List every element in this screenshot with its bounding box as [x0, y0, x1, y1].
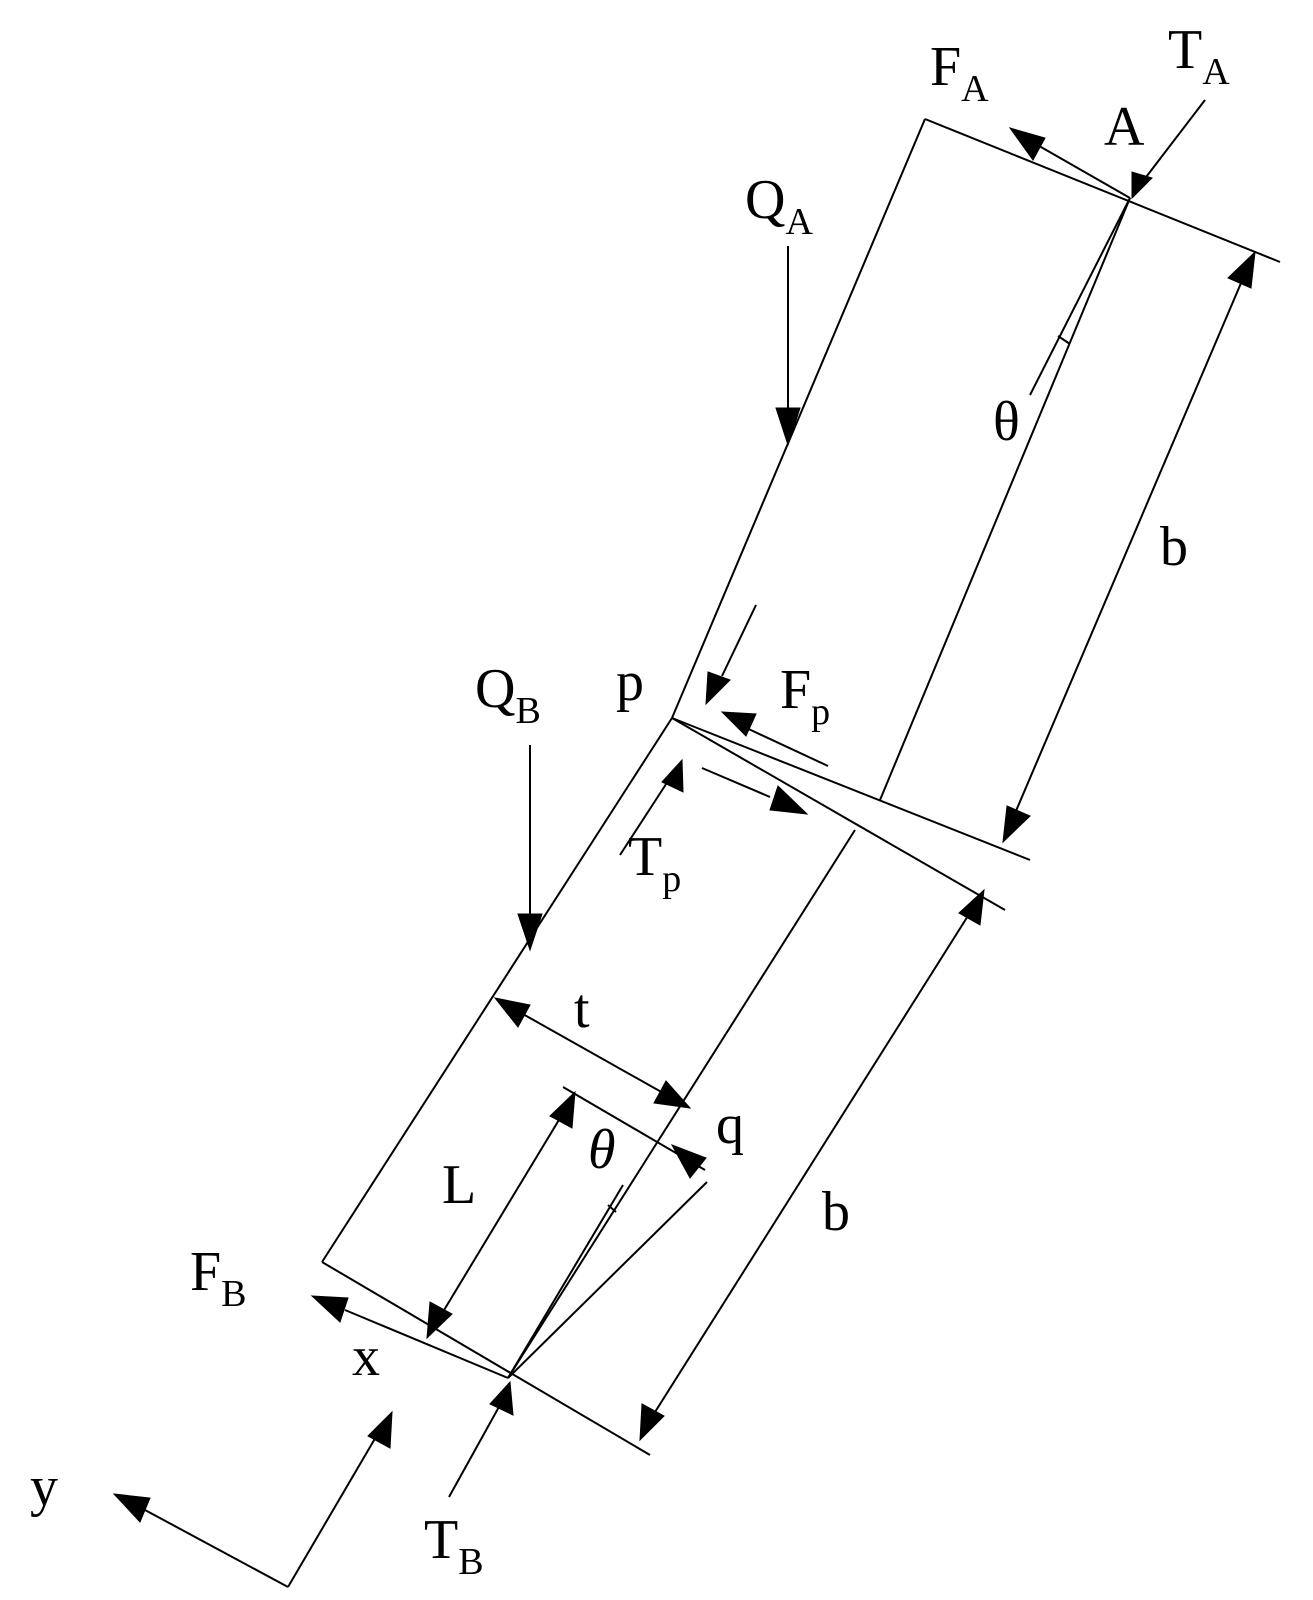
upper-left-edge: [671, 118, 926, 719]
label-L: L: [442, 1154, 476, 1216]
force-TB-shaft: [448, 1404, 501, 1498]
dim-b-bottom-arrow-end: [639, 1403, 665, 1442]
construction-lines: [507, 197, 1131, 1379]
label-theta-bottom: θ: [588, 1119, 616, 1181]
upper-right-edge: [879, 197, 1131, 801]
label-b-top: b: [1160, 516, 1188, 578]
force-Tp-shaft: [619, 777, 671, 856]
label-t: t: [574, 978, 590, 1040]
joint-line-p: [671, 717, 1031, 861]
labels: FA TA A QA θ b QB p Fp Tp t q θ L b FB x…: [30, 19, 1230, 1583]
force-Fp-shaft: [739, 724, 829, 767]
label-b-bottom: b: [822, 1181, 850, 1243]
label-Tp: Tp: [628, 826, 681, 900]
y-axis-arrowhead: [112, 1493, 151, 1523]
block-outline: [321, 118, 1281, 1456]
dim-b-top-arrow-start: [1227, 250, 1256, 289]
y-axis-line: [144, 1509, 289, 1588]
dimension-lines: [426, 250, 1256, 1442]
dim-b-bottom-line: [649, 899, 979, 1421]
force-TB-arrowhead: [489, 1380, 514, 1416]
dim-b-top-line: [1006, 261, 1251, 833]
dim-b-bottom-arrow-start: [958, 888, 985, 926]
label-p: p: [616, 651, 644, 713]
label-theta-top: θ: [993, 391, 1020, 453]
label-QA: QA: [745, 169, 813, 243]
force-Tp-arrowhead: [661, 758, 684, 793]
force-arrows: [310, 99, 1206, 1498]
dim-t-arrow-start: [493, 997, 531, 1028]
angle-tick-bottom: [607, 1204, 617, 1213]
force-FB-arrowhead: [310, 1295, 349, 1323]
theta-ray-bottom: [507, 1184, 624, 1379]
force-QB-arrowhead: [517, 913, 543, 952]
x-axis-line: [287, 1429, 381, 1588]
angle-tick-top: [1057, 335, 1071, 345]
label-Fp: Fp: [780, 659, 830, 733]
dim-L-line: [431, 1099, 572, 1331]
slip-line-p: [671, 717, 1006, 911]
x-axis-arrowhead: [367, 1410, 393, 1449]
force-FB-shaft: [344, 1309, 509, 1379]
force-Fp-arrowhead: [720, 711, 757, 737]
force-Fp-edge-arrowhead: [705, 671, 731, 706]
label-TA: TA: [1168, 19, 1230, 93]
dim-t-line: [497, 999, 689, 1108]
label-FB: FB: [190, 1241, 247, 1315]
label-y: y: [30, 1456, 58, 1518]
dim-b-top-arrow-end: [1002, 805, 1031, 844]
label-TB: TB: [424, 1509, 484, 1583]
label-QB: QB: [475, 658, 541, 732]
force-FA-arrowhead: [1008, 127, 1046, 161]
label-A: A: [1104, 96, 1145, 158]
theta-ray-top: [1029, 197, 1131, 396]
label-x: x: [352, 1326, 380, 1388]
upper-top-edge: [924, 118, 1281, 263]
dim-L-arrow-start: [549, 1090, 576, 1129]
force-TA-shaft: [1139, 99, 1206, 186]
label-q: q: [716, 1094, 744, 1156]
force-Fp-edge-shaft: [721, 604, 757, 677]
label-FA: FA: [930, 36, 989, 110]
coordinate-axes: [112, 1410, 393, 1588]
bottom-edge: [321, 1261, 651, 1456]
dim-L-arrow-end: [426, 1301, 453, 1340]
force-QA-arrowhead: [775, 407, 801, 447]
force-q-arrowhead: [670, 1144, 707, 1179]
ray-to-q: [507, 1181, 708, 1379]
lower-left-edge: [321, 717, 673, 1263]
force-Tp-slip-arrowhead: [769, 785, 809, 815]
force-Tp-slip-shaft: [701, 767, 771, 798]
force-TA-arrowhead: [1131, 171, 1153, 200]
dim-t-arrow-end: [653, 1080, 692, 1109]
